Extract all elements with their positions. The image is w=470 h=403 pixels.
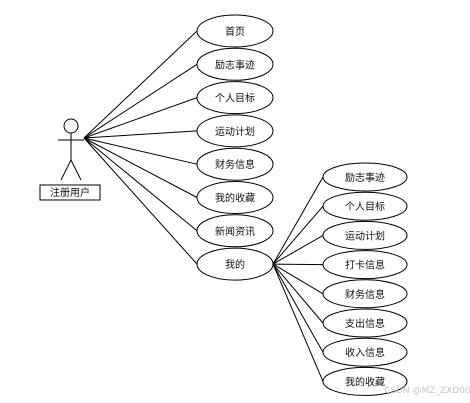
association-mine-exercise-plan [272,234,324,265]
use-case-finance-info: 财务信息 [196,147,274,181]
association-lines [83,30,324,382]
association-mine-finance-info [272,263,324,295]
use-case-ellipse [196,114,274,148]
sub-use-case-label: 财务信息 [345,288,385,301]
actor-right-leg [70,159,82,181]
actor: 注册用户 [39,118,101,201]
sub-use-case-ellipse [322,279,408,309]
use-case-my-favorites: 我的收藏 [196,181,274,214]
use-case-home: 首页 [196,14,274,48]
association-personal-goals [83,97,198,139]
sub-use-case-ellipse [322,250,408,280]
use-case-ellipse [196,14,274,48]
sub-use-case-mine-favorites: 我的收藏 [322,366,408,396]
association-mine-expense-info [272,263,324,324]
use-case-ellipse [196,47,274,81]
use-case-label: 运动计划 [215,125,255,138]
association-inspiring-stories [83,63,198,139]
sub-use-case-mine-income-info: 收入信息 [322,337,408,367]
association-exercise-plan [83,130,198,139]
association-mine [83,137,198,265]
use-case-ellipse [196,81,274,115]
use-case-ellipse [196,214,274,248]
sub-use-case-label: 个人目标 [345,201,385,213]
use-case-label: 新闻资讯 [215,225,255,238]
sub-use-case-mine-inspiring-stories: 励志事迹 [322,162,408,192]
sub-use-case-mine-expense-info: 支出信息 [322,308,408,338]
use-case-ellipse [196,147,274,181]
use-case-label: 财务信息 [215,158,255,171]
use-case-exercise-plan: 运动计划 [196,114,274,148]
actor-label-box [39,184,101,201]
use-case-label: 我的 [225,258,245,271]
sub-use-case-ellipse [322,162,408,192]
association-mine-checkin-info [272,263,324,266]
association-mine-income-info [272,263,324,353]
sub-use-case-label: 收入信息 [345,346,385,359]
use-case-news: 新闻资讯 [196,214,274,248]
sub-use-case-mine-personal-goals: 个人目标 [322,191,408,221]
actor-head [63,118,79,134]
use-case-label: 个人目标 [215,93,255,105]
use-case-inspiring-stories: 励志事迹 [196,47,274,81]
use-case-label: 首页 [225,25,245,38]
actor-left-leg [60,159,72,181]
use-case-ellipse [196,181,274,214]
association-my-favorites [83,137,198,198]
association-mine-favorites [272,263,324,382]
sub-use-case-ellipse [322,308,408,338]
association-mine-inspiring-stories [272,176,324,265]
sub-use-case-ellipse [322,366,408,396]
use-case-ellipse [196,247,274,281]
sub-use-case-label: 支出信息 [345,317,385,330]
use-case-label: 我的收藏 [215,192,255,205]
association-news [83,137,198,232]
sub-use-case-label: 我的收藏 [345,375,385,388]
sub-use-case-label: 打卡信息 [345,259,385,272]
watermark: CSDN @MZ_ZXD001 [384,386,470,396]
use-case-mine: 我的 [196,247,274,281]
association-finance-info [83,137,198,165]
sub-use-case-ellipse [322,337,408,367]
sub-use-case-mine-exercise-plan: 运动计划 [322,220,408,250]
sub-use-case-mine-checkin-info: 打卡信息 [322,250,408,280]
association-home [83,30,198,139]
sub-use-case-label: 励志事迹 [345,171,385,184]
sub-use-case-ellipse [322,191,408,221]
use-case-personal-goals: 个人目标 [196,81,274,115]
use-case-label: 励志事迹 [215,58,255,71]
sub-use-case-label: 运动计划 [345,229,385,242]
sub-use-case-ellipse [322,220,408,250]
sub-use-case-mine-finance-info: 财务信息 [322,279,408,309]
association-mine-personal-goals [272,205,324,265]
actor-label: 注册用户 [50,186,90,199]
